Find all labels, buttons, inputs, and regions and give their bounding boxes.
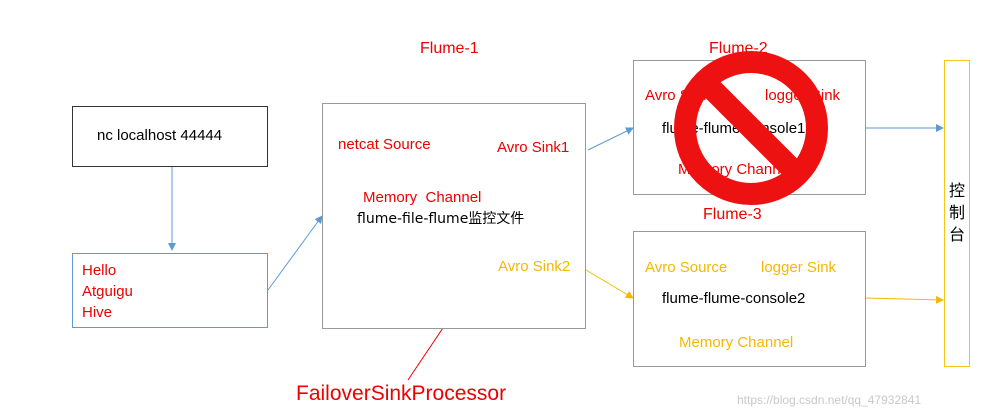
flume3-agent-name: flume-flume-console2: [662, 290, 806, 307]
arrow-sink2-to-flume3: [585, 269, 634, 299]
flume1-agent-name: flume-file-flume监控文件: [357, 211, 525, 227]
watermark: https://blog.csdn.net/qq_47932841: [737, 393, 922, 407]
input-data-box: Hello Atguigu Hive: [72, 253, 268, 328]
flume1-title: Flume-1: [420, 40, 479, 57]
input-line-2: Atguigu: [82, 283, 133, 300]
flume1-netcat-source: netcat Source: [338, 136, 431, 153]
arrow-sink1-to-flume2: [587, 127, 634, 151]
flume3-logger-sink: logger Sink: [761, 259, 837, 276]
flume1-agent-box: [322, 103, 586, 329]
nc-command-box: nc localhost 44444: [72, 106, 268, 167]
failover-processor-label: FailoverSinkProcessor: [296, 382, 507, 405]
console-box: [944, 60, 970, 367]
input-line-3: Hive: [82, 304, 113, 321]
flume3-title: Flume-3: [703, 206, 762, 223]
console-char-2: 制: [948, 203, 965, 222]
flume1-memory-channel: Memory Channel: [363, 189, 482, 206]
prohibited-icon: [674, 51, 828, 205]
nc-command-label: nc localhost 44444: [97, 127, 223, 144]
input-line-1: Hello: [82, 262, 117, 279]
console-label: 控 制 台: [947, 180, 967, 246]
flume3-agent-box: [633, 231, 866, 367]
flume1-avro-sink1: Avro Sink1: [497, 139, 570, 156]
flume3-avro-source: Avro Source: [645, 259, 728, 276]
console-char-1: 控: [948, 181, 965, 200]
arrow-input-to-flume1: [267, 215, 323, 291]
console-char-3: 台: [948, 225, 965, 244]
flume3-memory-channel: Memory Channel: [679, 334, 794, 351]
arrow-flume3-to-console: [865, 295, 944, 304]
flume1-avro-sink2: Avro Sink2: [498, 258, 571, 275]
